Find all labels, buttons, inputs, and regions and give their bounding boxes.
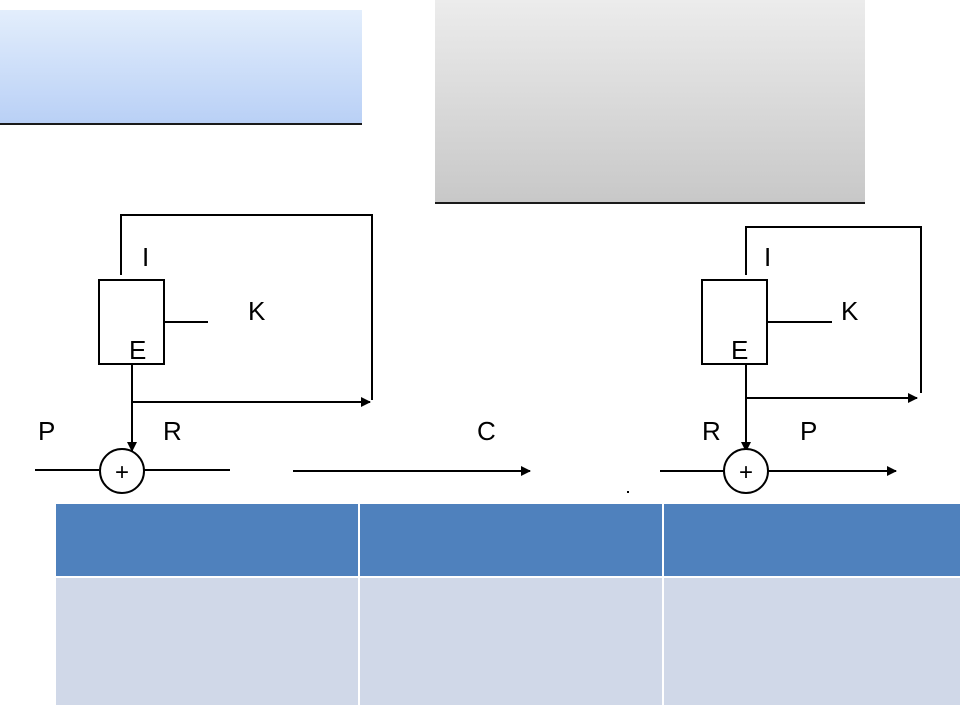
decryption-diagram: I K E R P + xyxy=(660,226,922,494)
enc-cipher-label: E xyxy=(129,335,146,365)
table-cell xyxy=(56,578,358,705)
stray-dot xyxy=(627,491,629,493)
enc-iv-label: I xyxy=(142,242,149,272)
info-panel xyxy=(435,0,865,204)
enc-keystream-label: R xyxy=(163,416,182,446)
dec-cipher-label: E xyxy=(731,335,748,365)
dec-cipher-block xyxy=(701,279,768,365)
ciphertext-label: C xyxy=(477,416,496,446)
table-cell xyxy=(360,578,662,705)
enc-feedback-line xyxy=(120,214,373,400)
table-header-cell xyxy=(360,504,662,576)
dec-xor-sign: + xyxy=(739,459,753,486)
table-cell xyxy=(664,578,960,705)
summary-table xyxy=(56,504,960,705)
title-panel xyxy=(0,10,362,125)
table-header-cell xyxy=(56,504,358,576)
enc-plaintext-label: P xyxy=(38,416,55,446)
dec-key-label: K xyxy=(841,296,859,326)
dec-plaintext-label: P xyxy=(800,416,817,446)
encryption-diagram: I K E P R C + xyxy=(35,214,531,494)
dec-feedback-line xyxy=(745,226,922,393)
dec-iv-label: I xyxy=(764,242,771,272)
table-header-cell xyxy=(664,504,960,576)
enc-key-label: K xyxy=(248,296,266,326)
dec-keystream-label: R xyxy=(702,416,721,446)
enc-xor-sign: + xyxy=(115,459,129,486)
cipher-feedback-diagram: I K E P R C + I K E R P + xyxy=(35,214,922,494)
